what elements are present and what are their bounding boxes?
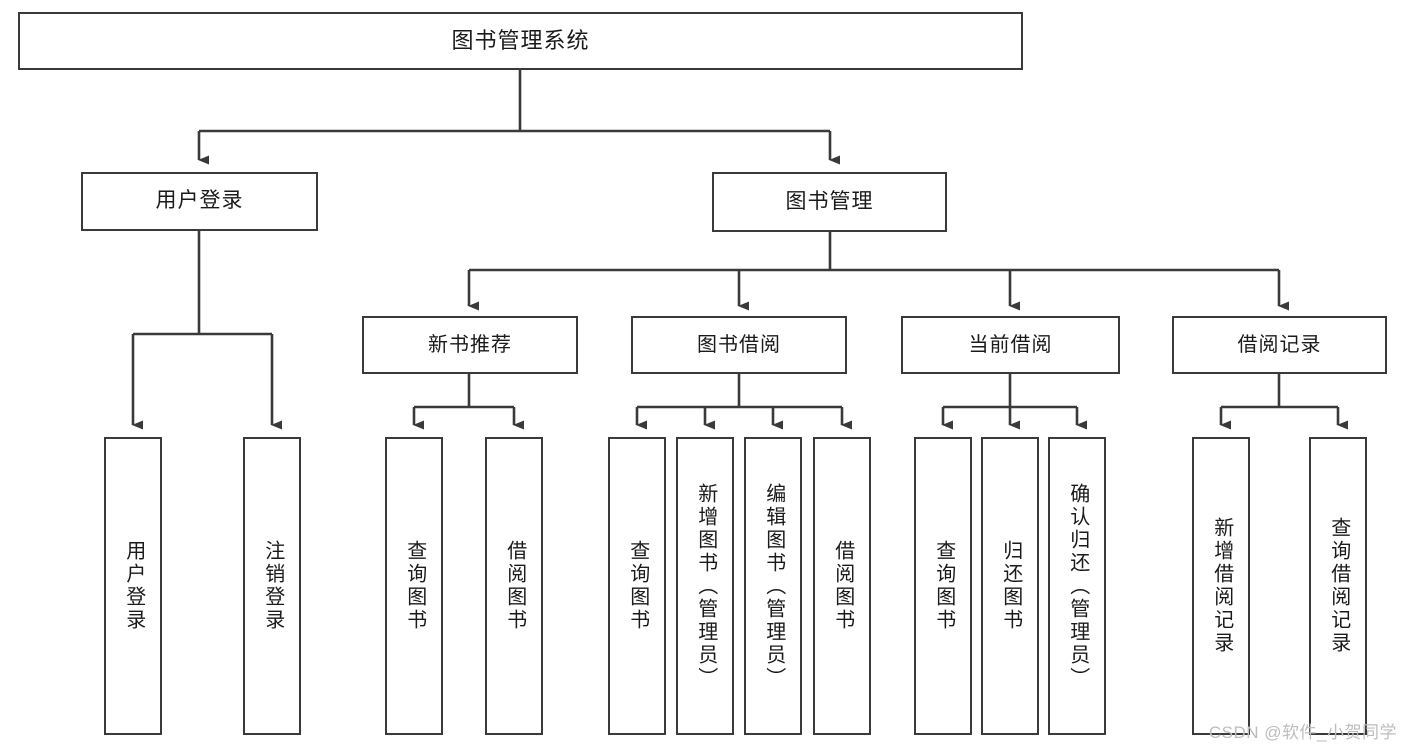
watermark: CSDN @软件_小贺同学 — [1208, 723, 1397, 742]
leaf-current-confirm-return-admin[interactable]: 确认归还（管理员） — [1048, 437, 1106, 735]
leaf-borrow-edit-book-admin[interactable]: 编辑图书（管理员） — [744, 437, 802, 735]
node-label: 新增借阅记录 — [1210, 517, 1233, 655]
node-label: 当前借阅 — [968, 333, 1053, 356]
node-label: 借阅图书 — [831, 540, 854, 632]
leaf-borrow-borrow-book[interactable]: 借阅图书 — [813, 437, 871, 735]
node-label: 编辑图书（管理员） — [762, 482, 785, 690]
node-new-book-recommend[interactable]: 新书推荐 — [362, 316, 578, 374]
node-label: 借阅图书 — [503, 540, 526, 632]
node-label: 注销登录 — [261, 540, 284, 632]
node-label: 用户登录 — [122, 540, 145, 632]
node-current-borrow[interactable]: 当前借阅 — [901, 316, 1120, 374]
node-label: 新增图书（管理员） — [694, 482, 717, 690]
node-label: 查询借阅记录 — [1327, 517, 1350, 655]
node-book-management[interactable]: 图书管理 — [712, 172, 947, 232]
leaf-new-book-borrow[interactable]: 借阅图书 — [485, 437, 543, 735]
node-label: 确认归还（管理员） — [1066, 482, 1089, 690]
leaf-record-query-record[interactable]: 查询借阅记录 — [1309, 437, 1367, 735]
node-label: 借阅记录 — [1237, 333, 1322, 356]
leaf-current-query-book[interactable]: 查询图书 — [914, 437, 972, 735]
node-label: 图书管理 — [785, 189, 874, 213]
node-label: 查询图书 — [403, 540, 426, 632]
node-label: 查询图书 — [932, 540, 955, 632]
node-book-borrow[interactable]: 图书借阅 — [631, 316, 847, 374]
node-label: 图书借阅 — [697, 333, 781, 356]
node-label: 用户登录 — [155, 189, 244, 213]
node-label: 查询图书 — [626, 540, 649, 632]
leaf-borrow-add-book-admin[interactable]: 新增图书（管理员） — [676, 437, 734, 735]
node-label: 归还图书 — [999, 540, 1022, 632]
node-user-login[interactable]: 用户登录 — [81, 172, 318, 231]
leaf-current-return-book[interactable]: 归还图书 — [981, 437, 1039, 735]
leaf-new-book-query[interactable]: 查询图书 — [385, 437, 443, 735]
node-borrow-record[interactable]: 借阅记录 — [1172, 316, 1387, 374]
leaf-user-login-login[interactable]: 用户登录 — [104, 437, 162, 735]
node-root-system[interactable]: 图书管理系统 — [18, 12, 1023, 70]
node-label: 图书管理系统 — [451, 28, 590, 54]
node-label: 新书推荐 — [428, 333, 512, 356]
leaf-borrow-query-book[interactable]: 查询图书 — [608, 437, 666, 735]
leaf-record-add-record[interactable]: 新增借阅记录 — [1192, 437, 1250, 735]
leaf-user-login-logout[interactable]: 注销登录 — [243, 437, 301, 735]
